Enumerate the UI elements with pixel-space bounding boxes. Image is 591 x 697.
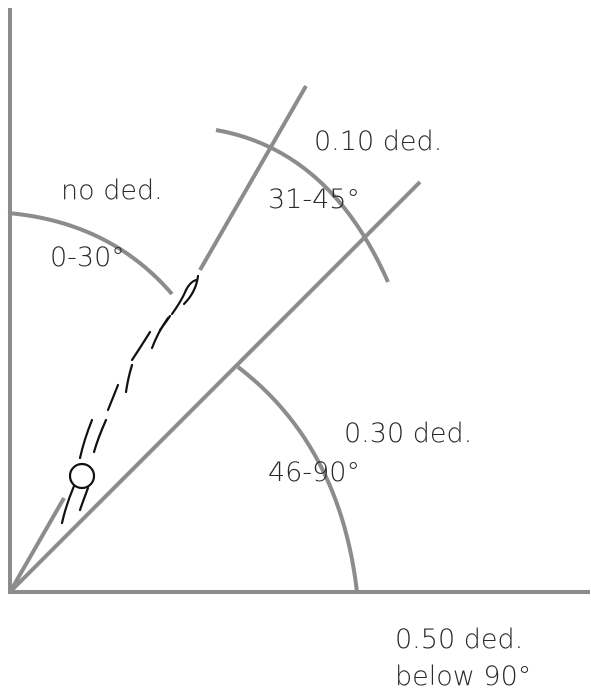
- zone-1-range-label: 0-30°: [50, 242, 125, 273]
- zone-2-range-label: 31-45°: [268, 184, 360, 215]
- zone-4-range-label: below 90°: [395, 661, 532, 692]
- arc-31-45-zone: [215, 128, 390, 283]
- zone-2-deduction-label: 0.10 ded.: [314, 126, 443, 157]
- zone-3-range-label: 46-90°: [268, 457, 360, 488]
- line-30-degrees-upper: [198, 85, 308, 271]
- zone-4-deduction-label: 0.50 ded.: [395, 624, 524, 655]
- zone-1-deduction-label: no ded.: [61, 175, 163, 206]
- arc-0-30-zone: [7, 211, 174, 296]
- line-30-degrees: [8, 497, 66, 593]
- gymnast-figure: [60, 274, 200, 525]
- line-45-degrees: [8, 180, 422, 594]
- zone-3-deduction-label: 0.30 ded.: [344, 418, 473, 449]
- arc-46-90-zone: [236, 365, 359, 593]
